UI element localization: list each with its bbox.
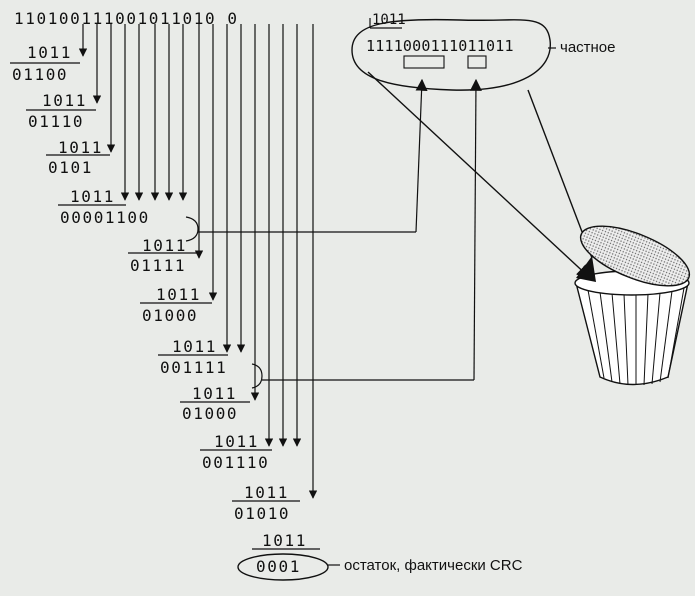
quotient-divisor: 1011: [372, 12, 406, 28]
remainder-label: остаток, фактически CRC: [344, 557, 523, 574]
quotient-label: частное: [560, 39, 616, 56]
zeros-box-1: [403, 55, 445, 69]
dividend: 110100111001011010 0: [14, 9, 239, 28]
partial-result: 01000: [182, 404, 239, 423]
subtrahend: 1011: [27, 43, 72, 62]
trash-arrows: [367, 71, 593, 279]
trash-can-icon: [574, 225, 691, 386]
partial-result: 01000: [142, 306, 199, 325]
subtrahend: 1011: [156, 285, 201, 304]
subtrahend: 1011: [192, 384, 237, 403]
quotient-blob: [351, 18, 556, 91]
trash-lid: [579, 225, 691, 287]
subtrahend: 1011: [58, 138, 103, 157]
subtrahend: 1011: [142, 236, 187, 255]
subtrahend: 1011: [70, 187, 115, 206]
subtrahend: 1011: [244, 483, 289, 502]
subtraction-lines: [10, 18, 402, 550]
partial-result: 001110: [202, 453, 270, 472]
partial-result: 00001100: [60, 208, 150, 227]
partial-result: 01110: [28, 112, 85, 131]
partial-result: 01010: [234, 504, 291, 523]
partial-result: 01111: [130, 256, 187, 275]
subtrahend: 1011: [262, 531, 307, 550]
remainder: 0001: [256, 557, 301, 576]
zeros-box-2: [467, 55, 487, 69]
partial-result: 0101: [48, 158, 93, 177]
subtrahend: 1011: [172, 337, 217, 356]
subtrahend: 1011: [214, 432, 259, 451]
partial-result: 01100: [12, 65, 69, 84]
subtrahend: 1011: [42, 91, 87, 110]
remainder-ellipse: [237, 553, 329, 581]
partial-result: 001111: [160, 358, 228, 377]
bring-down-arrows: [78, 24, 318, 499]
zero-quotient-paths: [185, 78, 482, 389]
quotient-value: 1111000111011011: [366, 37, 514, 55]
